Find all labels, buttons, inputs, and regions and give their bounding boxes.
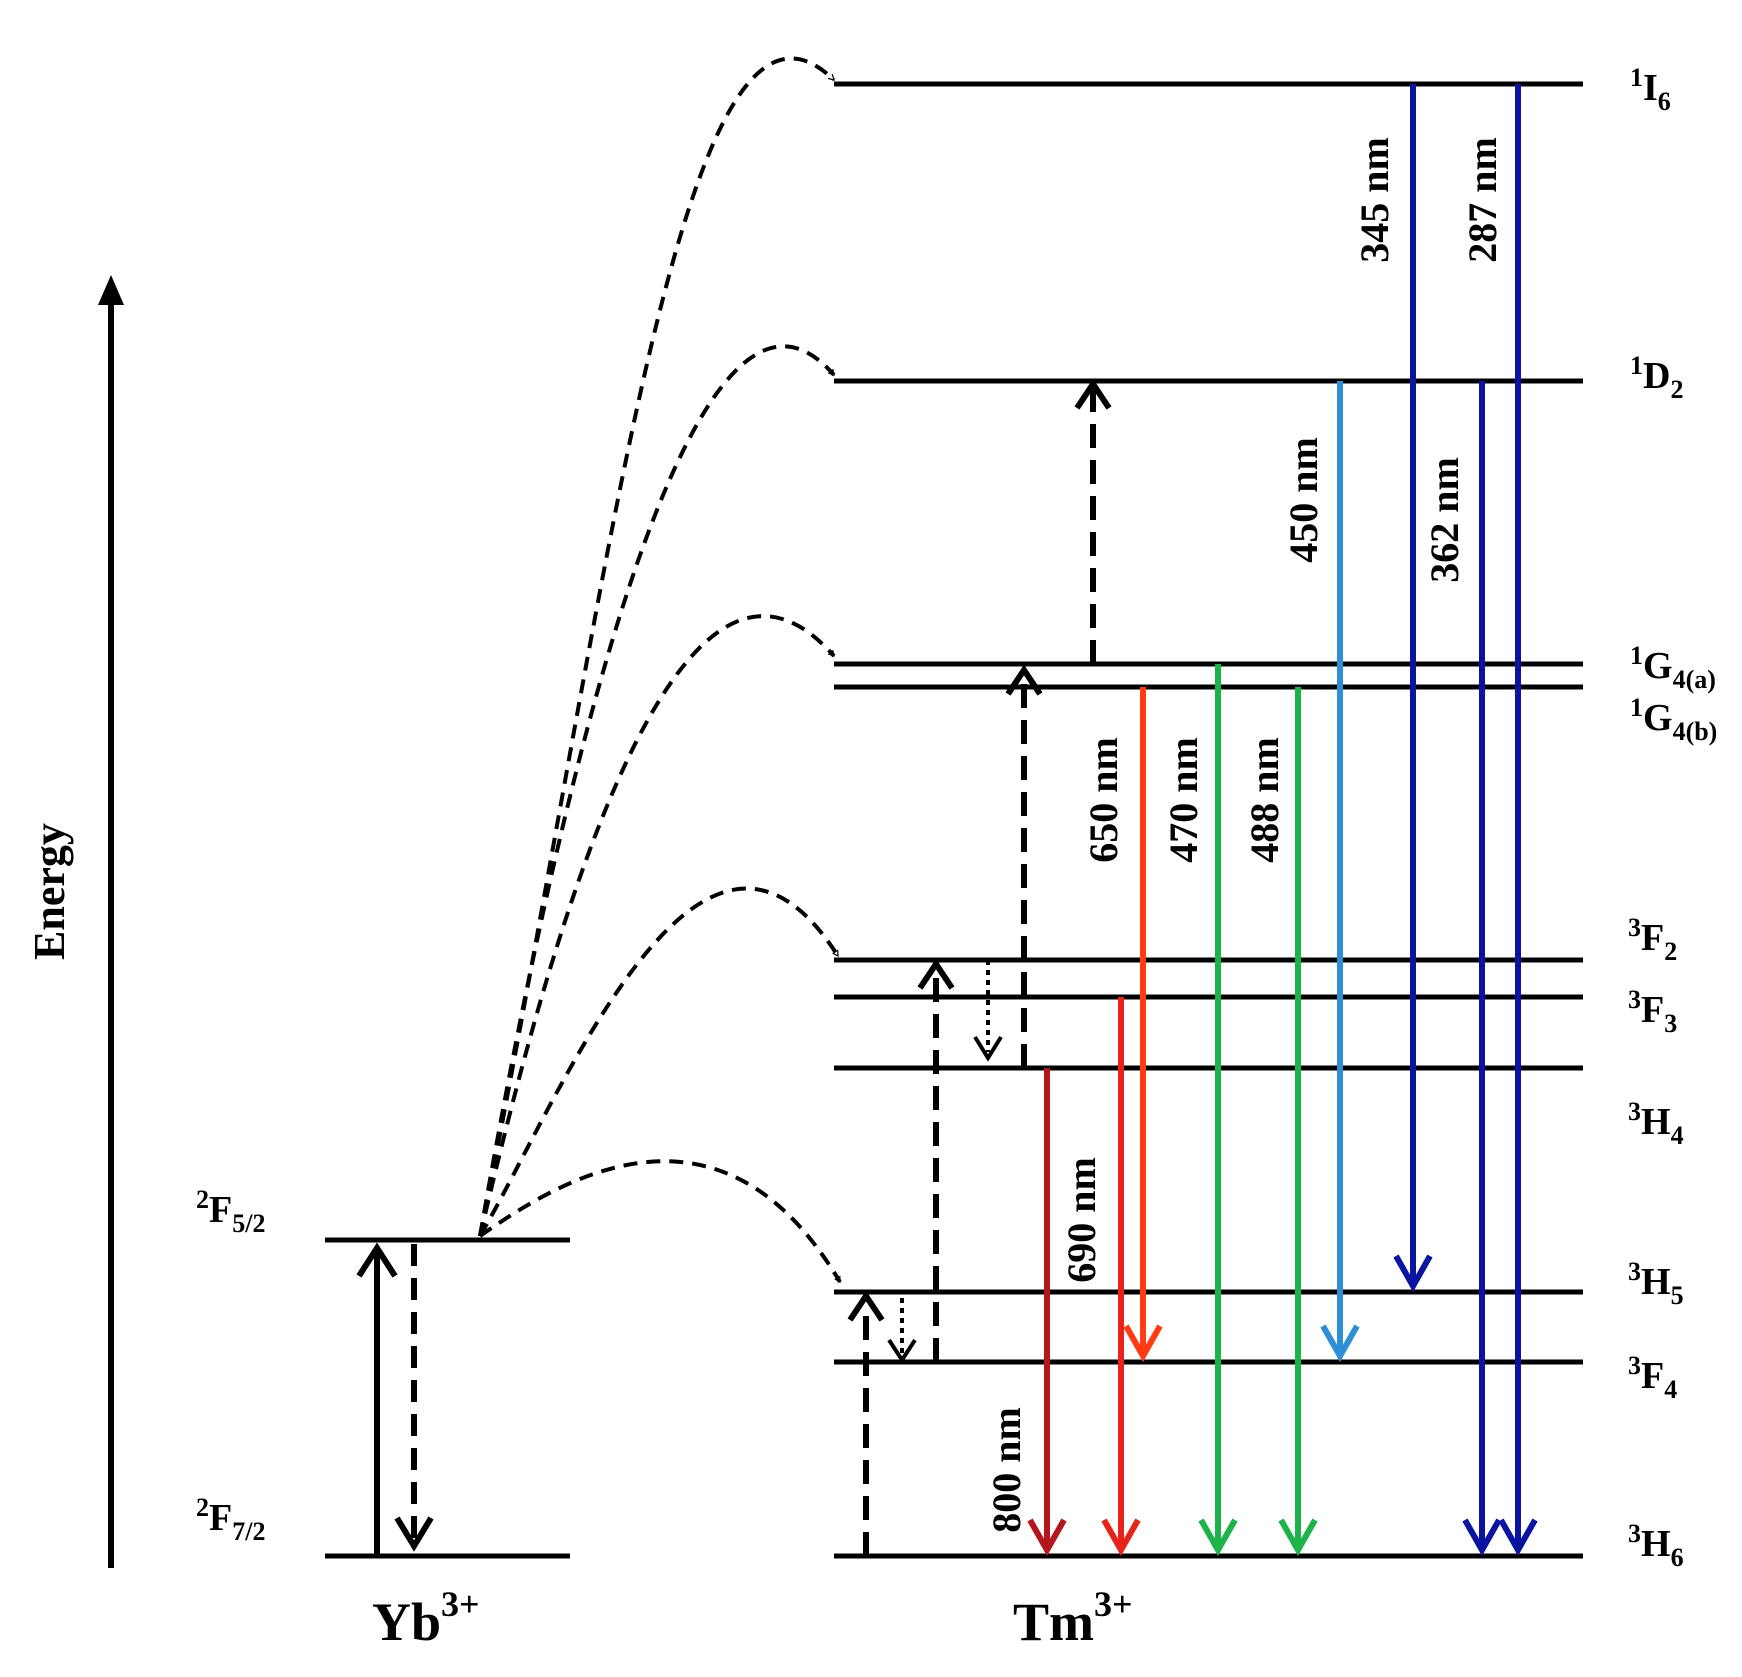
tm-level-I6-label: 1I6 — [1630, 63, 1671, 116]
excitation-F4-F2 — [917, 958, 955, 1362]
emission-800-nm: 800 nm — [984, 1068, 1067, 1557]
tm-level-F2-label: 3F2 — [1628, 913, 1677, 966]
tm-ion-label: Tm3+ — [1013, 1584, 1133, 1652]
excitation-H4-G4a — [1005, 664, 1043, 1068]
tm-level-F4-label: 3F4 — [1628, 1351, 1677, 1404]
energy-axis-label: Energy — [25, 823, 74, 960]
transfer-to-I6 — [478, 56, 836, 1237]
tm-level-H4-label: 3H4 — [1628, 1097, 1684, 1150]
emission-488-nm: 488 nm — [1242, 687, 1318, 1557]
tm-level-G4a-label: 1G4(a) — [1630, 641, 1716, 694]
tm-excitation-arrows — [847, 378, 1112, 1556]
yb-emission-dashed-arrow — [394, 1244, 434, 1552]
yb-level-F72-label: 2F7/2 — [196, 1493, 265, 1546]
emission-470-nm: 470 nm — [1161, 664, 1238, 1557]
tm-level-F3-label: 3F3 — [1628, 985, 1677, 1038]
excitation-G4a-D2 — [1074, 378, 1112, 664]
relaxation-H5-F4 — [887, 1298, 917, 1364]
emission-650-nm: 650 nm — [1081, 687, 1163, 1363]
tm-levels: 1I6 1D2 1G4(a)1G4(b) 3F2 3F3 3H4 3H5 3F4 3H6 — [834, 63, 1717, 1572]
tm-level-H5-label: 3H5 — [1628, 1257, 1684, 1310]
wavelength-label: 650 nm — [1081, 737, 1126, 863]
wavelength-label: 690 nm — [1059, 1157, 1104, 1283]
wavelength-label: 287 nm — [1460, 137, 1505, 263]
transfer-to-H5 — [478, 1159, 842, 1284]
excitation-H6-H5 — [847, 1290, 885, 1556]
yb-absorption-arrow — [356, 1242, 398, 1556]
transfer-to-F2 — [478, 886, 840, 1238]
transfer-to-D2 — [478, 344, 836, 1237]
wavelength-label: 800 nm — [984, 1407, 1029, 1533]
emission-arrows: 800 nm 690 nm 650 nm 470 nm 488 nm 450 nm 345 … — [984, 84, 1538, 1557]
emission-450-nm: 450 nm — [1281, 381, 1360, 1363]
tm-level-D2-label: 1D2 — [1630, 351, 1683, 404]
emission-345-nm: 345 nm — [1352, 84, 1433, 1293]
wavelength-label: 488 nm — [1242, 737, 1287, 863]
wavelength-label: 345 nm — [1352, 137, 1397, 263]
wavelength-label: 450 nm — [1281, 437, 1326, 563]
tm-level-G4b-label: 1G4(b) — [1630, 693, 1717, 746]
emission-287-nm: 287 nm — [1460, 84, 1538, 1557]
wavelength-label: 470 nm — [1161, 737, 1206, 863]
relaxation-F2-H4 — [973, 960, 1003, 1062]
tm-level-H6-label: 3H6 — [1628, 1519, 1684, 1572]
yb-ion-label: Yb3+ — [372, 1584, 480, 1652]
transfer-to-G4a — [478, 614, 836, 1237]
wavelength-label: 362 nm — [1422, 457, 1467, 583]
emission-690-nm: 690 nm — [1059, 997, 1141, 1557]
yb-level-F52-label: 2F5/2 — [196, 1185, 265, 1238]
energy-transfer-curves — [478, 56, 842, 1284]
energy-axis — [98, 275, 124, 1568]
emission-362-nm: 362 nm — [1422, 381, 1502, 1557]
